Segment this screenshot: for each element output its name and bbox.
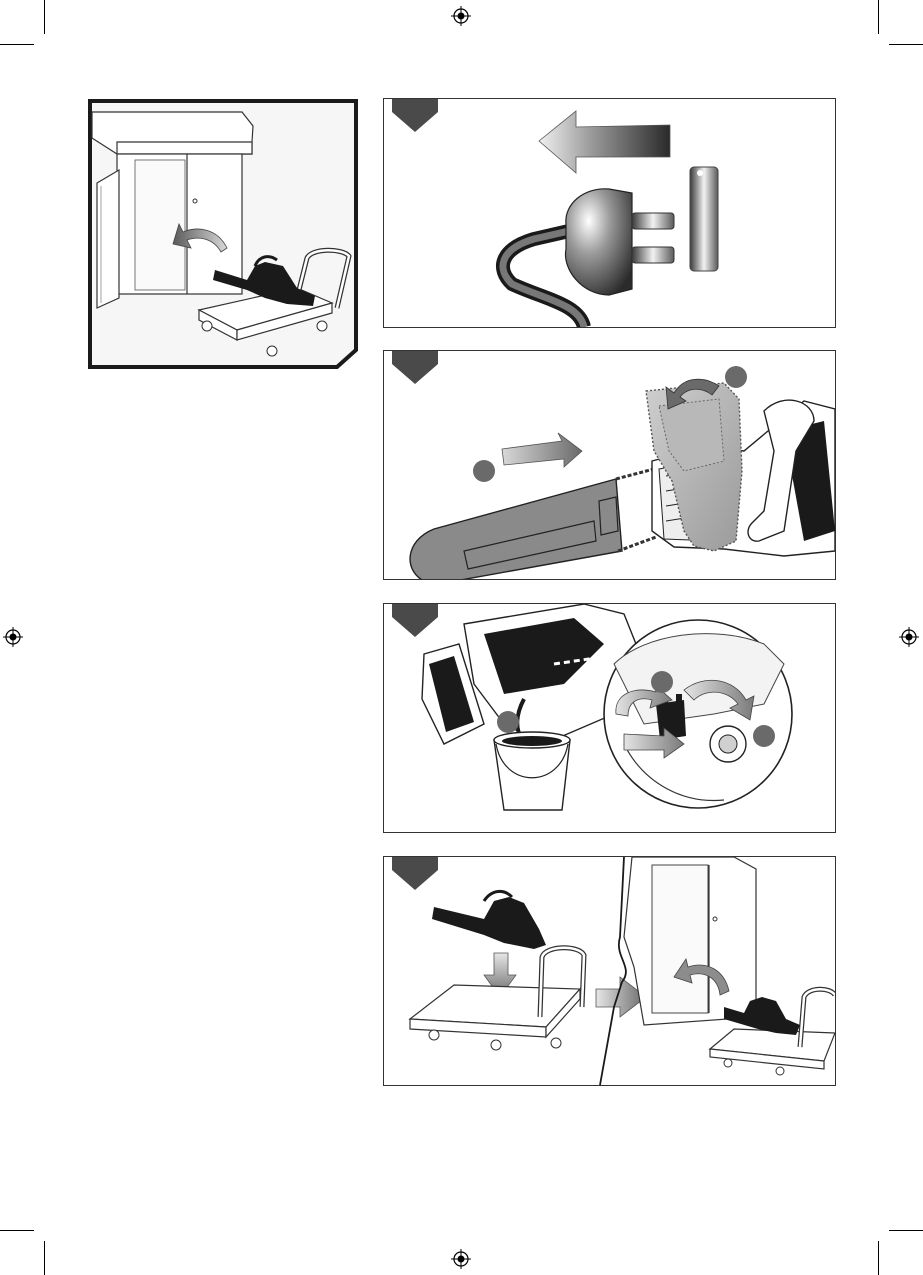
crop-mark-icon: [44, 1241, 45, 1275]
step-1-tab: [392, 98, 438, 132]
step-2-panel: [383, 350, 836, 580]
callout-circle-icon: [753, 725, 775, 747]
crop-mark-icon: [878, 0, 879, 34]
crop-mark-icon: [44, 0, 45, 34]
callout-circle-icon: [725, 366, 747, 388]
registration-mark-icon: [451, 6, 471, 26]
crop-mark-icon: [0, 1230, 34, 1231]
step-1-panel: [383, 98, 836, 328]
overview-panel: [87, 98, 359, 370]
step-3-panel: [383, 603, 836, 833]
step-3-tab: [392, 603, 438, 637]
step-4-panel: [383, 856, 836, 1086]
crop-mark-icon: [878, 1241, 879, 1275]
callout-circle-icon: [497, 711, 519, 733]
crop-mark-icon: [889, 1230, 923, 1231]
step-2-tab: [392, 350, 438, 384]
callout-circle-icon: [651, 671, 673, 693]
crop-mark-icon: [0, 44, 34, 45]
drain-oil-tank-illustration: [384, 604, 835, 832]
unplug-power-cable-illustration: [384, 99, 835, 327]
registration-mark-icon: [3, 627, 23, 647]
crop-mark-icon: [889, 44, 923, 45]
callout-circle-icon: [473, 460, 495, 482]
remove-chain-cover-illustration: [384, 351, 835, 579]
registration-mark-icon: [899, 627, 919, 647]
store-on-trolley-illustration: [384, 857, 835, 1085]
step-4-tab: [392, 856, 438, 890]
storage-cabinet-illustration: [87, 98, 359, 370]
registration-mark-icon: [451, 1249, 471, 1269]
